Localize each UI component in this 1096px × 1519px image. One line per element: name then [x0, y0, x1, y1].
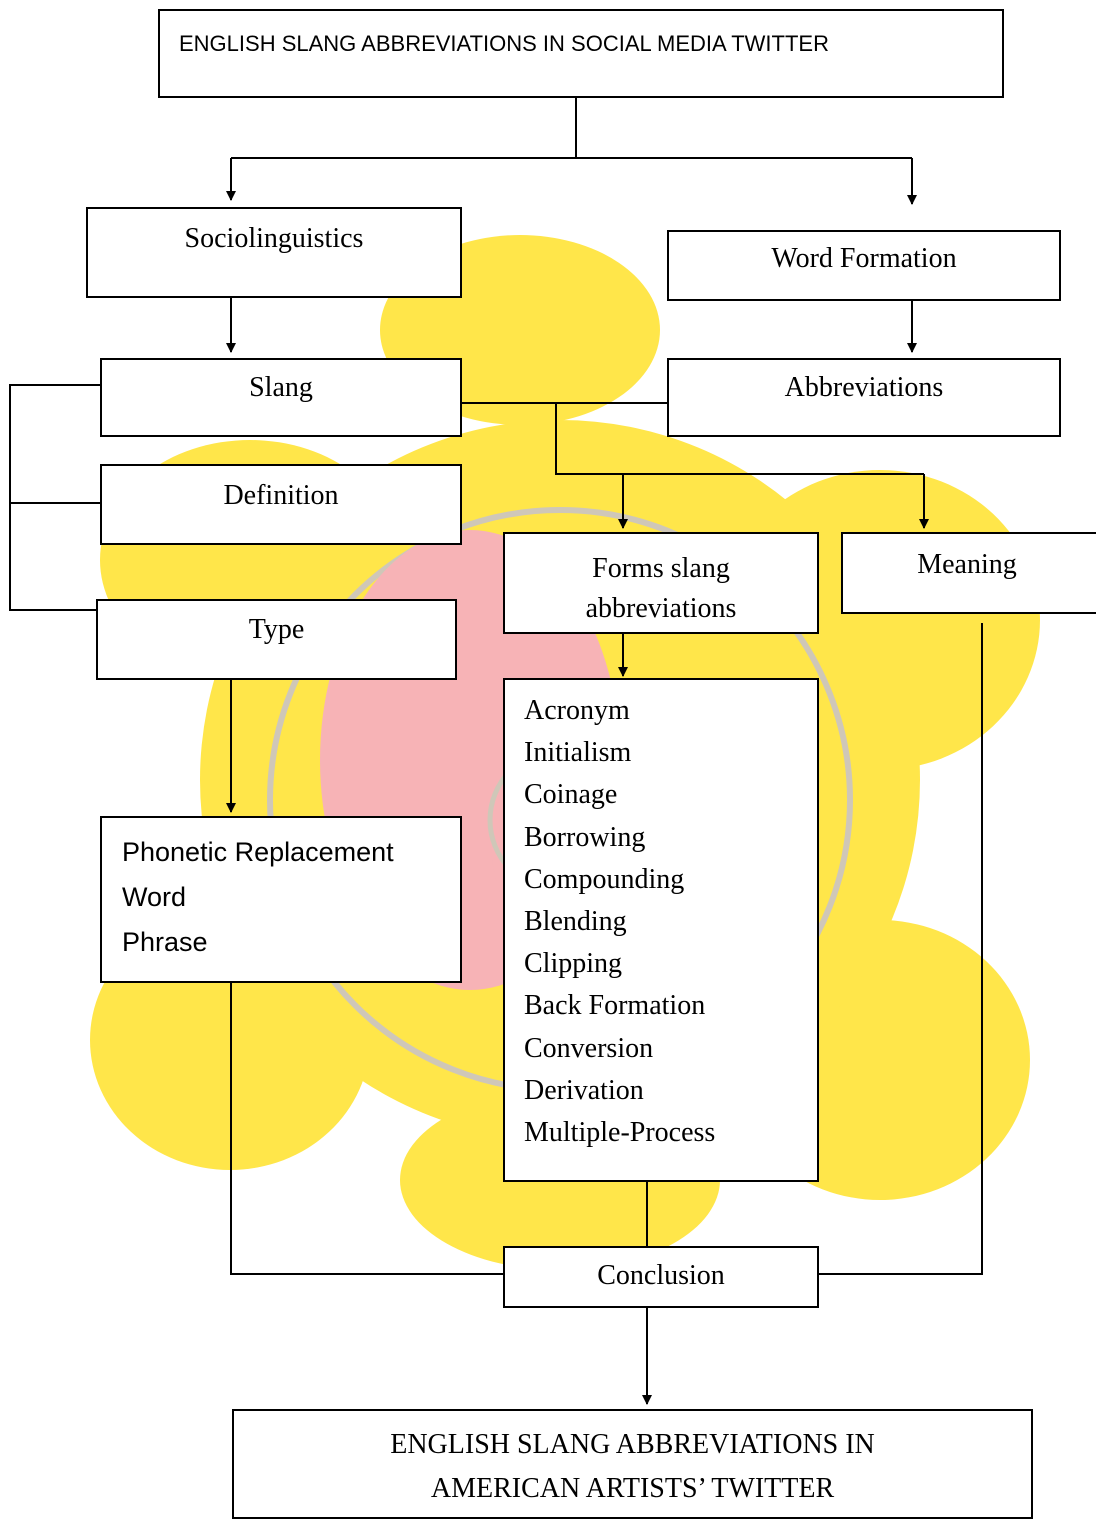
- title-box: ENGLISH SLANG ABBREVIATIONS IN SOCIAL ME…: [158, 9, 1004, 98]
- slang-label: Slang: [249, 372, 313, 403]
- definition-label: Definition: [223, 480, 339, 511]
- forms-list-box: Acronym Initialism Coinage Borrowing Com…: [503, 678, 819, 1182]
- type-list-box: Phonetic Replacement Word Phrase: [100, 816, 462, 983]
- abbreviations-label: Abbreviations: [784, 372, 944, 403]
- final-line2: AMERICAN ARTISTS’ TWITTER: [430, 1473, 835, 1504]
- abbreviations-box: Abbreviations: [667, 358, 1061, 437]
- forms-item-compounding: Compounding: [524, 863, 685, 895]
- title-split-line: [231, 97, 912, 159]
- forms-item-clipping: Clipping: [524, 948, 623, 980]
- type-box: Type: [96, 599, 457, 680]
- title-text: ENGLISH SLANG ABBREVIATIONS IN SOCIAL ME…: [179, 31, 829, 56]
- type-item-word: Word: [122, 882, 187, 912]
- line-type-to-conclusion: [230, 982, 503, 1275]
- slang-abbrev-join: [461, 402, 924, 475]
- type-list: Phonetic Replacement Word Phrase: [122, 830, 460, 965]
- forms-item-borrowing: Borrowing: [524, 821, 646, 853]
- type-label: Type: [248, 614, 305, 645]
- sociolinguistics-box: Sociolinguistics: [86, 207, 462, 298]
- forms-label-line2: abbreviations: [585, 593, 737, 624]
- word-formation-box: Word Formation: [667, 230, 1061, 301]
- forms-list: Acronym Initialism Coinage Borrowing Com…: [524, 690, 817, 1154]
- forms-item-conversion: Conversion: [524, 1032, 654, 1064]
- forms-item-acronym: Acronym: [524, 695, 630, 726]
- conclusion-box: Conclusion: [503, 1246, 819, 1308]
- left-bracket: [9, 384, 100, 611]
- forms-item-blending: Blending: [524, 906, 627, 938]
- forms-item-coinage: Coinage: [524, 779, 618, 811]
- meaning-box: Meaning: [841, 532, 1096, 614]
- meaning-label: Meaning: [917, 549, 1017, 580]
- conclusion-label: Conclusion: [597, 1260, 725, 1291]
- forms-item-multiple-process: Multiple-Process: [524, 1117, 716, 1149]
- definition-box: Definition: [100, 464, 462, 545]
- forms-item-back-formation: Back Formation: [524, 990, 706, 1022]
- slang-box: Slang: [100, 358, 462, 437]
- type-item-phrase: Phrase: [122, 927, 208, 957]
- forms-label-line1: Forms slang: [592, 553, 730, 584]
- line-meaning-to-conclusion: [818, 623, 983, 1275]
- type-item-phonetic-replacement: Phonetic Replacement: [122, 837, 394, 867]
- forms-item-derivation: Derivation: [524, 1074, 644, 1106]
- word-formation-label: Word Formation: [771, 243, 957, 274]
- final-box: ENGLISH SLANG ABBREVIATIONS IN AMERICAN …: [232, 1409, 1033, 1519]
- forms-box: Forms slang abbreviations: [503, 532, 819, 634]
- final-line1: ENGLISH SLANG ABBREVIATIONS IN: [390, 1429, 875, 1460]
- sociolinguistics-label: Sociolinguistics: [184, 223, 364, 254]
- forms-item-initialism: Initialism: [524, 737, 632, 769]
